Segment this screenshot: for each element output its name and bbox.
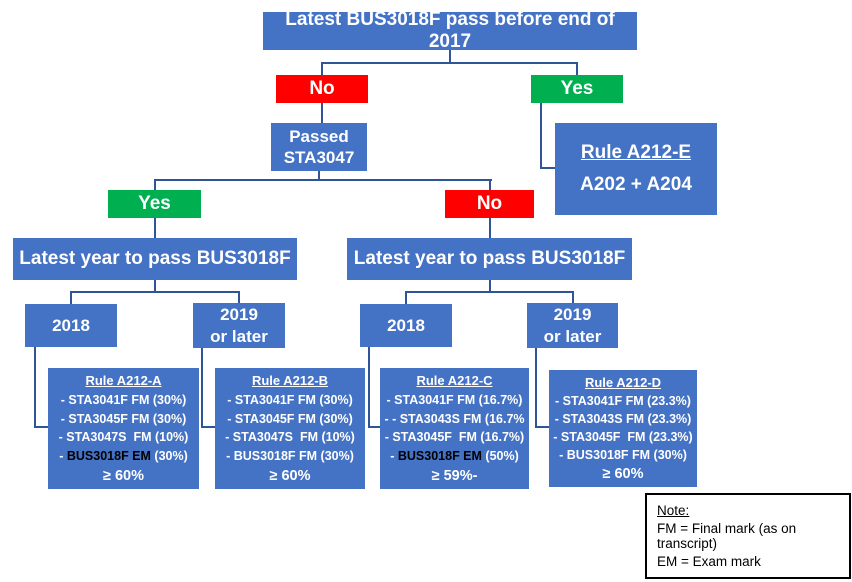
connector bbox=[535, 347, 537, 428]
connector bbox=[154, 179, 492, 181]
connector bbox=[201, 426, 216, 428]
connector bbox=[449, 50, 451, 63]
connector bbox=[368, 426, 381, 428]
note-fm-definition: FM = Final mark (as on transcript) bbox=[657, 521, 797, 551]
connector bbox=[34, 347, 36, 428]
rule-line: - STA3045F FM (30%) bbox=[227, 411, 353, 426]
rule-a212c-threshold: ≥ 59%- bbox=[431, 467, 478, 484]
rule-a212c-box: Rule A212-C - STA3041F FM (16.7%) - - ST… bbox=[380, 368, 529, 489]
rule-a212b-title: Rule A212-B bbox=[251, 373, 329, 388]
connector bbox=[154, 218, 156, 238]
connector bbox=[154, 280, 156, 293]
rule-line: - BUS3018F FM (30%) bbox=[559, 448, 687, 462]
year-2018-right-box: 2018 bbox=[360, 304, 452, 347]
connector bbox=[540, 103, 542, 169]
rule-a212e-body: A202 + A204 bbox=[580, 174, 692, 195]
year-2019-left-line2: or later bbox=[210, 326, 268, 346]
connector bbox=[321, 62, 323, 76]
latest-year-right-box: Latest year to pass BUS3018F bbox=[347, 238, 632, 280]
connector bbox=[489, 179, 491, 191]
connector bbox=[489, 218, 491, 238]
rule-line: - BUS3018F EM (50%) bbox=[390, 449, 519, 464]
latest-year-left-box: Latest year to pass BUS3018F bbox=[13, 238, 297, 280]
connector bbox=[405, 291, 407, 305]
branch1-yes-label: Yes bbox=[560, 78, 594, 99]
rule-a212d-title: Rule A212-D bbox=[584, 375, 662, 390]
year-2019-left-box: 2019 or later bbox=[193, 303, 285, 348]
rule-line: - STA3041F FM (23.3%) bbox=[555, 394, 691, 408]
branch1-no-label: No bbox=[309, 78, 335, 99]
connector bbox=[34, 426, 49, 428]
branch2-yes-label: Yes bbox=[138, 193, 171, 214]
year-2018-left-box: 2018 bbox=[25, 304, 117, 347]
rule-a212a-title: Rule A212-A bbox=[85, 373, 162, 388]
root-question-box: Latest BUS3018F pass before end of 2017 bbox=[263, 9, 637, 52]
year-2019-right-box: 2019 or later bbox=[527, 303, 618, 348]
branch1-no-box: No bbox=[276, 75, 368, 103]
rule-line: - STA3045F FM (23.3%) bbox=[553, 430, 693, 444]
rule-a212d-threshold: ≥ 60% bbox=[602, 466, 644, 482]
connector bbox=[405, 291, 574, 293]
rule-line: - STA3041F FM (16.7%) bbox=[386, 392, 523, 407]
year-2019-right-line1: 2019 bbox=[553, 305, 592, 325]
connector bbox=[201, 347, 203, 428]
rule-a212e-title: Rule A212-E bbox=[580, 142, 692, 163]
rule-line: - STA3043S FM (23.3%) bbox=[554, 412, 692, 426]
rule-line: - STA3047S FM (10%) bbox=[58, 430, 189, 445]
passed-sta3047-box: Passed STA3047 bbox=[271, 123, 367, 171]
rule-a212a-threshold: ≥ 60% bbox=[102, 467, 144, 484]
connector bbox=[572, 291, 574, 304]
note-em-definition: EM = Exam mark bbox=[657, 554, 761, 569]
latest-year-right-label: Latest year to pass BUS3018F bbox=[353, 248, 626, 269]
root-question-label: Latest BUS3018F pass before end of 2017 bbox=[285, 9, 615, 52]
year-2018-right-label: 2018 bbox=[387, 315, 425, 335]
connector bbox=[318, 170, 320, 181]
rule-line: - STA3041F FM (30%) bbox=[227, 392, 353, 407]
rule-line: - BUS3018F FM (30%) bbox=[226, 449, 354, 464]
connector bbox=[238, 291, 240, 304]
note-title: Note: bbox=[657, 503, 690, 518]
rule-a212c-title: Rule A212-C bbox=[416, 373, 493, 388]
year-2018-left-label: 2018 bbox=[52, 315, 90, 335]
rule-line: - STA3047S FM (10%) bbox=[225, 430, 355, 445]
rule-line: - BUS3018F EM (30%) bbox=[59, 449, 188, 464]
branch2-no-label: No bbox=[476, 193, 503, 214]
rule-line: - STA3045F FM (16.7%) bbox=[384, 430, 525, 445]
connector bbox=[154, 179, 156, 191]
passed-line2: STA3047 bbox=[283, 148, 355, 167]
latest-year-left-label: Latest year to pass BUS3018F bbox=[19, 248, 291, 269]
rule-line: - STA3041F FM (30%) bbox=[60, 392, 187, 407]
connector bbox=[321, 62, 578, 64]
branch2-no-box: No bbox=[445, 190, 534, 218]
rule-a212b-box: Rule A212-B - STA3041F FM (30%) - STA304… bbox=[215, 368, 365, 489]
connector bbox=[535, 426, 550, 428]
connector bbox=[540, 167, 556, 169]
connector bbox=[70, 291, 72, 305]
year-2019-left-line1: 2019 bbox=[220, 305, 258, 325]
rule-a212e-box: Rule A212-E A202 + A204 bbox=[555, 123, 717, 215]
connector bbox=[70, 291, 240, 293]
rule-line: - - STA3043S FM (16.7% bbox=[384, 411, 525, 426]
passed-line1: Passed bbox=[289, 126, 349, 146]
year-2019-right-line2: or later bbox=[543, 326, 602, 346]
connector bbox=[321, 103, 323, 123]
rule-a212d-box: Rule A212-D - STA3041F FM (23.3%) - STA3… bbox=[549, 370, 697, 487]
rule-a212b-threshold: ≥ 60% bbox=[269, 467, 311, 484]
branch1-yes-box: Yes bbox=[531, 75, 623, 103]
connector bbox=[368, 347, 370, 428]
note-box: Note: FM = Final mark (as on transcript)… bbox=[645, 493, 851, 579]
branch2-yes-box: Yes bbox=[108, 190, 201, 218]
rule-a212a-box: Rule A212-A - STA3041F FM (30%) - STA304… bbox=[48, 368, 199, 489]
connector bbox=[489, 280, 491, 293]
connector bbox=[576, 62, 578, 76]
rule-line: - STA3045F FM (30%) bbox=[60, 411, 187, 426]
